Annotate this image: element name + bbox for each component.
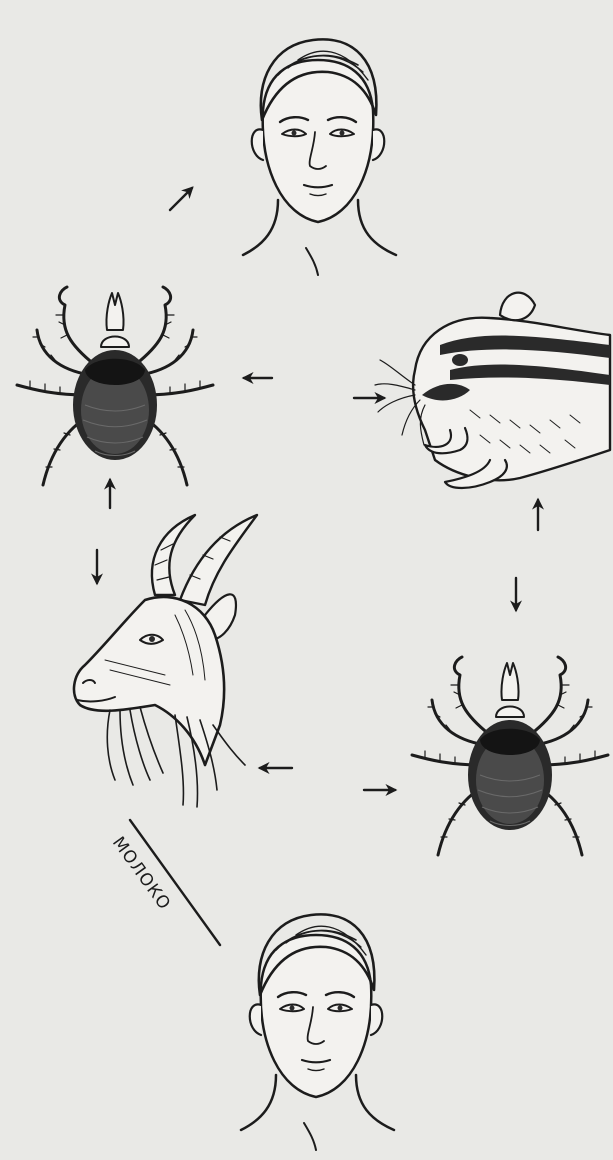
goat-head-icon <box>74 515 257 807</box>
human-head-icon <box>243 39 396 275</box>
tick-icon <box>412 657 608 855</box>
arrow-tick-to-human-top <box>170 188 192 210</box>
tick-icon <box>17 287 213 485</box>
milk-label: МОЛОКО <box>108 833 175 914</box>
human-head-icon <box>241 914 394 1150</box>
chipmunk-icon <box>375 293 610 488</box>
